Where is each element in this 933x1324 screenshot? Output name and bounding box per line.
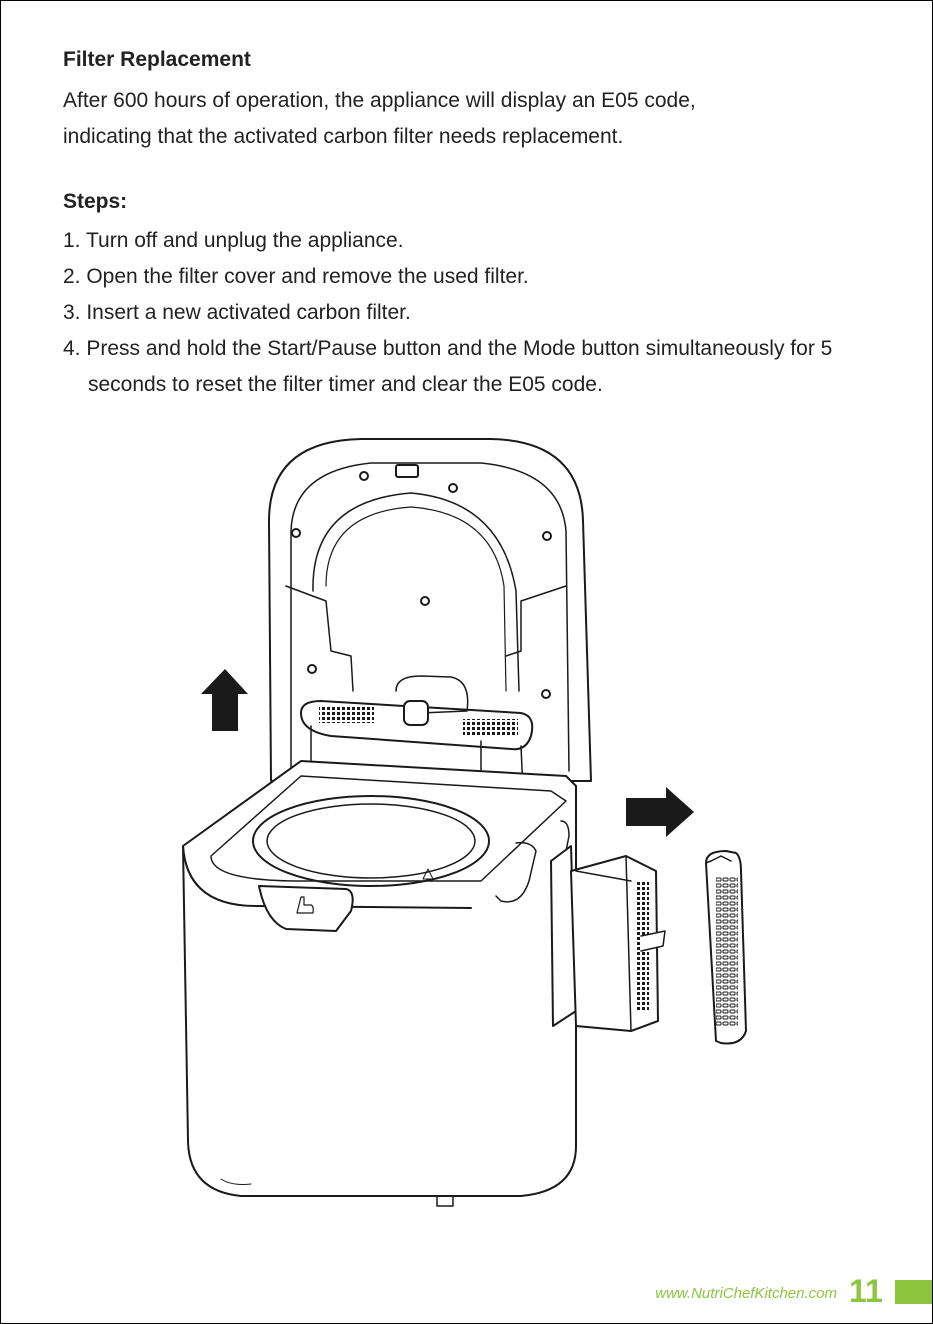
page-edge-tab: [895, 1280, 932, 1304]
step-item: 1. Turn off and unplug the appliance.: [63, 229, 404, 252]
right-arrow-icon: [626, 787, 694, 837]
step-item: 3. Insert a new activated carbon filter.: [63, 301, 411, 324]
filter-grille-icon: [705, 850, 747, 1045]
up-arrow-icon: [201, 669, 248, 731]
finger-press-icon: [296, 896, 314, 914]
step-item: 2. Open the filter cover and remove the …: [63, 265, 529, 288]
section-title-filter: Filter Replacement: [63, 48, 251, 71]
step-item: 4. Press and hold the Start/Pause button…: [63, 337, 833, 396]
intro-line-2: indicating that the activated carbon fil…: [63, 125, 624, 148]
steps-list: 1. Turn off and unplug the appliance. 2.…: [63, 223, 903, 403]
section-title-steps: Steps:: [63, 190, 128, 213]
footer-website-link[interactable]: www.NutriChefKitchen.com: [655, 1285, 837, 1302]
intro-text: After 600 hours of operation, the applia…: [63, 83, 883, 155]
filter-cartridge-icon: [550, 845, 666, 1032]
appliance-illustration: [182, 438, 747, 1207]
open-lid: [268, 438, 592, 782]
intro-line-1: After 600 hours of operation, the applia…: [63, 89, 696, 112]
appliance-body: [182, 760, 577, 1207]
page-number: 11: [849, 1273, 883, 1309]
